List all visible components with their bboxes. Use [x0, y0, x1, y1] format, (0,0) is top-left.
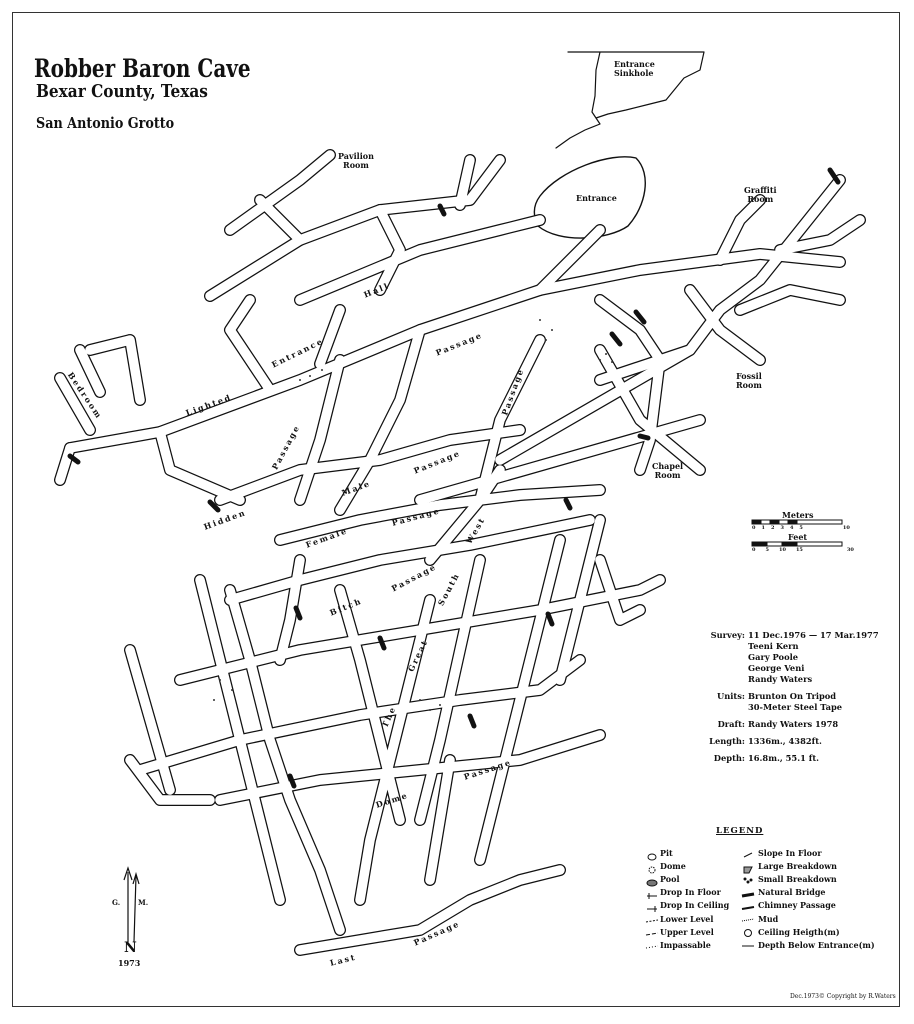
legend-symbols	[645, 852, 755, 949]
legend-item: Natural Bridge	[758, 887, 826, 898]
meters-label: Meters	[782, 510, 814, 520]
feet-scale-bar	[751, 541, 843, 547]
legend-item: Upper Level	[660, 926, 714, 937]
units-2: 30-Meter Steel Tape	[748, 702, 843, 712]
legend-right-column: Slope In Floor Large Breakdown Small Bre…	[758, 846, 875, 952]
surveyor-2: Gary Poole	[748, 652, 799, 662]
legend-item: Slope In Floor	[758, 847, 822, 858]
organization-name: San Antonio Grotto	[36, 114, 175, 132]
surveyor-3: George Veni	[748, 663, 805, 673]
pavilion-room-label: Pavilion Room	[338, 151, 374, 170]
draft: Randy Waters 1978	[748, 719, 839, 729]
north-arrow-m: M.	[138, 898, 149, 907]
legend-title: LEGEND	[716, 826, 764, 836]
legend-left-column: Pit Dome Pool Drop In Floor Drop In Ceil…	[660, 846, 729, 952]
copyright-text: Dec.1973© Copyright by R.Waters	[790, 993, 896, 1000]
legend-item: Small Breakdown	[758, 873, 837, 884]
survey-dates: 11 Dec.1976 — 17 Mar.1977	[748, 630, 879, 640]
entrance-sinkhole-label: Entrance Sinkhole	[614, 59, 655, 78]
surveyor-1: Teeni Kern	[748, 641, 799, 651]
surveyor-4: Randy Waters	[748, 674, 813, 684]
map-frame	[12, 12, 900, 1007]
legend-item: Drop In Ceiling	[660, 900, 730, 911]
feet-label: Feet	[788, 532, 808, 542]
map-title: Robber Baron Cave	[34, 54, 251, 83]
legend-item: Drop In Floor	[660, 887, 721, 898]
north-arrow-n: N	[124, 940, 137, 956]
entrance-sinkhole-outline	[555, 51, 705, 149]
fossil-room-label: Fossil Room	[736, 371, 762, 390]
units-1: Brunton On Tripod	[748, 691, 837, 701]
north-arrow-g: G.	[112, 898, 121, 907]
legend-item: Mud	[758, 913, 779, 924]
legend-item: Depth Below Entrance(m)	[758, 939, 875, 950]
survey-info: Survey:11 Dec.1976 — 17 Mar.1977 Teeni K…	[709, 630, 879, 763]
legend-item: Dome	[660, 860, 686, 871]
entrance-label: Entrance	[576, 193, 617, 203]
north-arrow-year: 1973	[118, 958, 141, 968]
length: 1336m., 4382ft.	[748, 736, 822, 746]
graffiti-room-label: Graffiti Room	[744, 185, 777, 204]
legend-item: Impassable	[660, 939, 711, 950]
legend-item: Pit	[660, 847, 673, 858]
north-arrow-shafts	[123, 866, 140, 943]
legend-item: Lower Level	[660, 913, 714, 924]
legend-item: Ceiling Heigth(m)	[758, 926, 840, 937]
legend-item: Large Breakdown	[758, 860, 837, 871]
meters-scale-bar	[751, 519, 843, 525]
legend-item: Pool	[660, 873, 680, 884]
breakdown-stipple	[213, 319, 613, 711]
legend-item: Chimney Passage	[758, 900, 836, 911]
chapel-room-label: Chapel Room	[652, 461, 684, 480]
depth: 16.8m., 55.1 ft.	[748, 753, 820, 763]
map-subtitle: Bexar County, Texas	[36, 81, 208, 102]
passage-network	[54, 149, 866, 956]
